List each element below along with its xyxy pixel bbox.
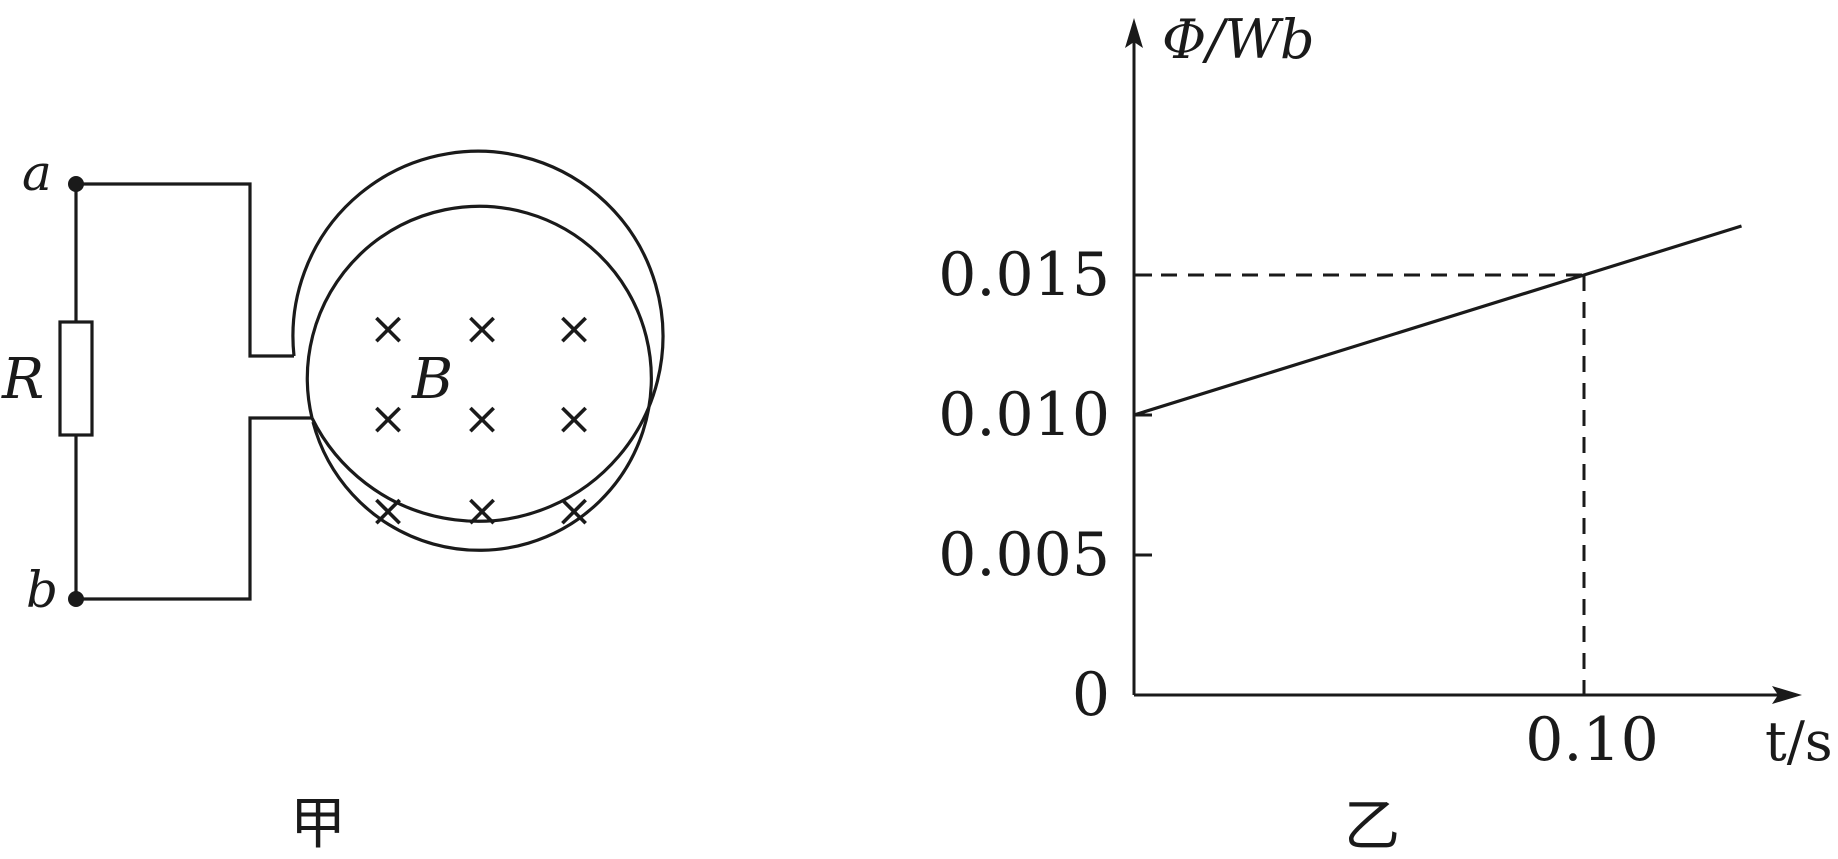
guide-lines: [1134, 273, 1586, 695]
y-axis-label: Φ/Wb: [1162, 8, 1315, 71]
wire-top: [76, 182, 294, 358]
resistor: [58, 320, 94, 437]
magnetic-field-markers: × × × × × × × × ×: [369, 301, 594, 537]
field-marker-0-0: ×: [369, 301, 408, 355]
field-marker-1-0: ×: [369, 391, 408, 445]
y-tick-label-0: 0: [1072, 660, 1110, 730]
field-marker-2-1: ×: [463, 483, 502, 537]
wire-bottom: [76, 416, 312, 601]
graph-figure-yi: Φ/Wb t/s 0 0.005 0.010 0.015 0.10 乙: [938, 8, 1832, 859]
y-axis-arrow-icon: [1125, 18, 1143, 48]
field-marker-1-2: ×: [555, 391, 594, 445]
x-ticks: 0.10: [1525, 705, 1659, 775]
field-marker-2-2: ×: [555, 483, 594, 537]
field-marker-2-0: ×: [369, 483, 408, 537]
y-ticks: 0 0.005 0.010 0.015: [938, 240, 1152, 730]
terminal-a-label: a: [22, 144, 52, 202]
y-tick-label-3: 0.015: [938, 240, 1110, 310]
series-layer: [1133, 224, 1742, 417]
field-marker-0-2: ×: [555, 301, 594, 355]
caption-jia: 甲: [290, 792, 346, 857]
flux-series-line-0: [1133, 224, 1742, 417]
y-tick-label-1: 0.005: [938, 520, 1110, 590]
field-marker-1-1: ×: [463, 391, 502, 445]
x-axis-arrow-icon: [1772, 686, 1802, 704]
coil-outer-turn: [291, 149, 665, 523]
field-label: B: [411, 347, 453, 412]
y-tick-label-2: 0.010: [938, 380, 1110, 450]
x-axis-label-text: t/s: [1765, 710, 1833, 773]
terminal-b-label: b: [26, 561, 58, 619]
terminal-b-dot: [68, 591, 84, 607]
x-tick-label-0: 0.10: [1525, 705, 1659, 775]
terminal-a-dot: [68, 176, 84, 192]
circuit-figure-jia: a b R B × × × × × × × × × 甲: [1, 144, 665, 857]
x-axis-label: t/s: [1765, 710, 1833, 773]
caption-yi: 乙: [1344, 794, 1400, 859]
y-axis-label-text: Φ/Wb: [1162, 8, 1315, 71]
resistor-label: R: [1, 347, 44, 412]
coil-inner-turn: [305, 204, 653, 552]
field-marker-0-1: ×: [463, 301, 502, 355]
